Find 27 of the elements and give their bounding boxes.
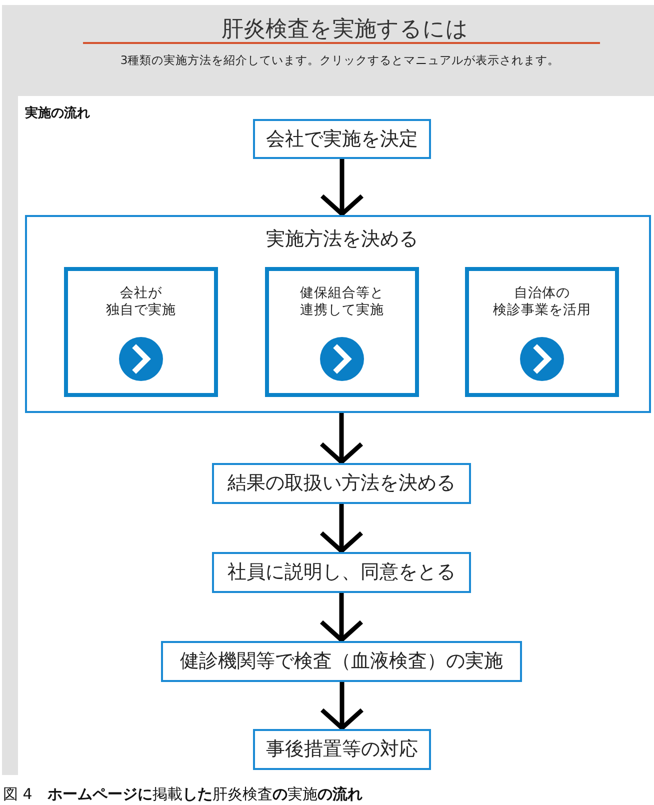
option-card xyxy=(64,267,218,397)
arrow xyxy=(319,504,364,554)
option-card xyxy=(465,267,619,397)
process-box xyxy=(212,463,471,504)
step-text: 事後措置等の対応 xyxy=(266,738,418,761)
figure-caption: 図 4 ホームページに掲載した肝炎検査の実施の流れ xyxy=(3,785,362,804)
step-text: 健診機関等で検査（血液検査）の実施 xyxy=(180,650,503,673)
step-text: 結果の取扱い方法を決める xyxy=(228,472,456,495)
process-box xyxy=(161,641,522,682)
section-heading: 実施の流れ xyxy=(25,104,90,122)
option-text: 自治体の検診事業を活用 xyxy=(493,285,591,319)
arrow xyxy=(319,593,364,642)
instruction-text: 3種類の実施方法を紹介しています。クリックするとマニュアルが表示されます。 xyxy=(120,53,560,68)
arrow xyxy=(319,413,364,464)
process-box xyxy=(253,119,431,159)
process-box xyxy=(212,552,471,593)
page-title: 肝炎検査を実施するには xyxy=(222,16,468,44)
option-card xyxy=(265,267,419,397)
option-text: 会社が独自で実施 xyxy=(106,285,176,319)
group-box xyxy=(25,215,651,413)
arrow xyxy=(320,682,364,730)
step-text: 会社で実施を決定 xyxy=(266,128,418,150)
arrow xyxy=(320,159,364,216)
process-box xyxy=(253,729,431,770)
step-text: 社員に説明し、同意をとる xyxy=(228,561,456,584)
group-heading: 実施方法を決める xyxy=(266,228,418,251)
option-text: 健保組合等と連携して実施 xyxy=(300,285,384,319)
